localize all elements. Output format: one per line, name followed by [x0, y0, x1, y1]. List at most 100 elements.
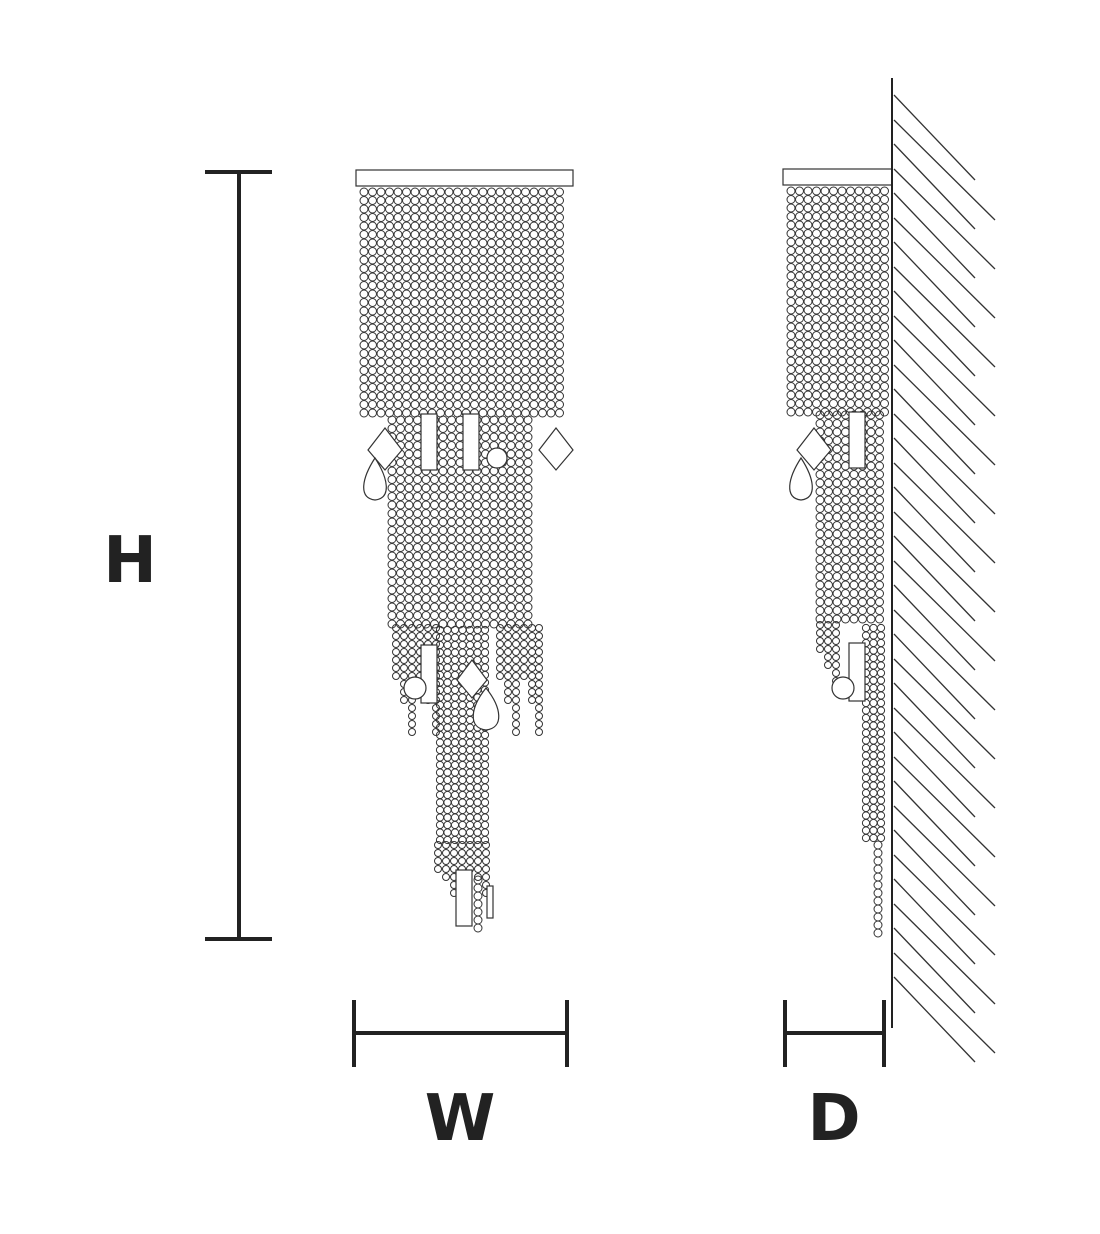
hatch-line — [893, 143, 976, 230]
crystal-bead — [795, 348, 804, 357]
hatch-line — [893, 437, 976, 524]
crystal-bead — [465, 715, 475, 725]
crystal-bead — [478, 221, 488, 231]
crystal-bead — [504, 648, 512, 656]
crystal-bead — [869, 713, 878, 723]
crystal-bead — [472, 611, 482, 620]
crystal-bead — [455, 543, 465, 552]
crystal-bead — [413, 619, 422, 629]
crystal-bead — [438, 611, 448, 620]
crystal-bead — [495, 315, 505, 324]
crystal-bead — [495, 272, 505, 282]
crystal-bead — [458, 849, 466, 857]
crystal-bead — [876, 631, 886, 640]
crystal-bead — [815, 555, 825, 564]
crystal-bead — [443, 768, 452, 777]
crystal-bead — [453, 340, 462, 350]
crystal-bead — [435, 633, 445, 642]
crystal-bead — [473, 790, 482, 800]
crystal-bead — [512, 728, 520, 736]
crystal-bead — [435, 745, 445, 755]
crystal-bead — [402, 374, 411, 384]
crystal-bead — [786, 203, 796, 213]
crystal-bead — [396, 602, 405, 612]
crystal-bead — [435, 790, 445, 800]
crystal-bead — [504, 672, 512, 680]
crystal-bead — [876, 818, 886, 828]
crystal-bead — [812, 399, 821, 408]
crystal-bead — [535, 688, 543, 696]
crystal-bead — [832, 589, 842, 598]
crystal-bead — [880, 186, 889, 196]
crystal-bead — [359, 281, 369, 290]
crystal-bead — [529, 247, 539, 256]
crystal-bead — [812, 348, 821, 357]
crystal-bead — [447, 458, 456, 467]
crystal-bead — [396, 526, 405, 535]
crystal-bead — [506, 560, 516, 569]
crystal-bead — [404, 509, 414, 518]
crystal-bead — [837, 390, 847, 400]
crystal-bead — [504, 640, 512, 648]
crystal-bead — [876, 623, 886, 633]
crystal-bead — [438, 568, 448, 578]
crystal-bead — [402, 323, 411, 333]
crystal-bead — [480, 663, 490, 672]
crystal-bead — [419, 298, 428, 307]
crystal-bead — [478, 238, 488, 248]
crystal-bead — [453, 264, 462, 273]
crystal-bead — [432, 624, 440, 632]
crystal-bead — [461, 383, 471, 392]
crystal-bead — [529, 238, 539, 248]
crystal-bead — [837, 263, 847, 272]
crystal-bead — [876, 788, 886, 798]
crystal-bead — [444, 196, 454, 205]
crystal-bead — [464, 543, 473, 552]
crystal-bead — [849, 563, 859, 573]
crystal-bead — [873, 864, 883, 874]
crystal-bead — [465, 775, 475, 785]
crystal-bead — [410, 391, 420, 401]
crystal-bead — [496, 672, 504, 680]
crystal-bead — [869, 773, 878, 783]
crystal-bead — [472, 526, 482, 535]
crystal-bead — [498, 475, 507, 484]
crystal-bead — [465, 738, 475, 747]
crystal-bead — [812, 390, 821, 400]
crystal-bead — [496, 648, 504, 656]
crystal-bead — [396, 594, 405, 603]
crystal-bead — [820, 365, 830, 374]
crystal-bead — [523, 424, 533, 433]
crystal-bead — [861, 781, 871, 790]
hatch-line — [893, 511, 996, 613]
crystal-bead — [873, 896, 883, 906]
crystal-bead — [538, 247, 547, 256]
crystal-bead — [393, 349, 403, 358]
crystal-bead — [841, 427, 850, 437]
crystal-bead — [538, 349, 547, 358]
hatch-line — [893, 829, 976, 916]
crystal-bead — [871, 390, 881, 400]
crystal-bead — [869, 683, 878, 693]
side-pendants — [789, 411, 866, 702]
crystal-bead — [504, 289, 513, 299]
crystal-bead — [458, 760, 467, 770]
crystal-bead — [393, 213, 403, 222]
crystal-bead — [812, 356, 821, 366]
crystal-bead — [376, 238, 386, 248]
crystal-bead — [393, 247, 403, 256]
crystal-bead — [824, 580, 833, 590]
crystal-bead — [487, 391, 496, 401]
crystal-bead — [538, 204, 547, 214]
crystal-bead — [487, 281, 496, 290]
crystal-bead — [846, 348, 855, 357]
crystal-bead — [359, 204, 369, 214]
crystal-bead — [555, 357, 564, 367]
crystal-bead — [546, 357, 556, 367]
crystal-bead — [876, 758, 886, 768]
crystal-bead — [515, 611, 524, 620]
crystal-bead — [849, 589, 859, 598]
crystal-bead — [450, 708, 460, 717]
crystal-bead — [385, 383, 394, 392]
crystal-bead — [803, 288, 813, 298]
